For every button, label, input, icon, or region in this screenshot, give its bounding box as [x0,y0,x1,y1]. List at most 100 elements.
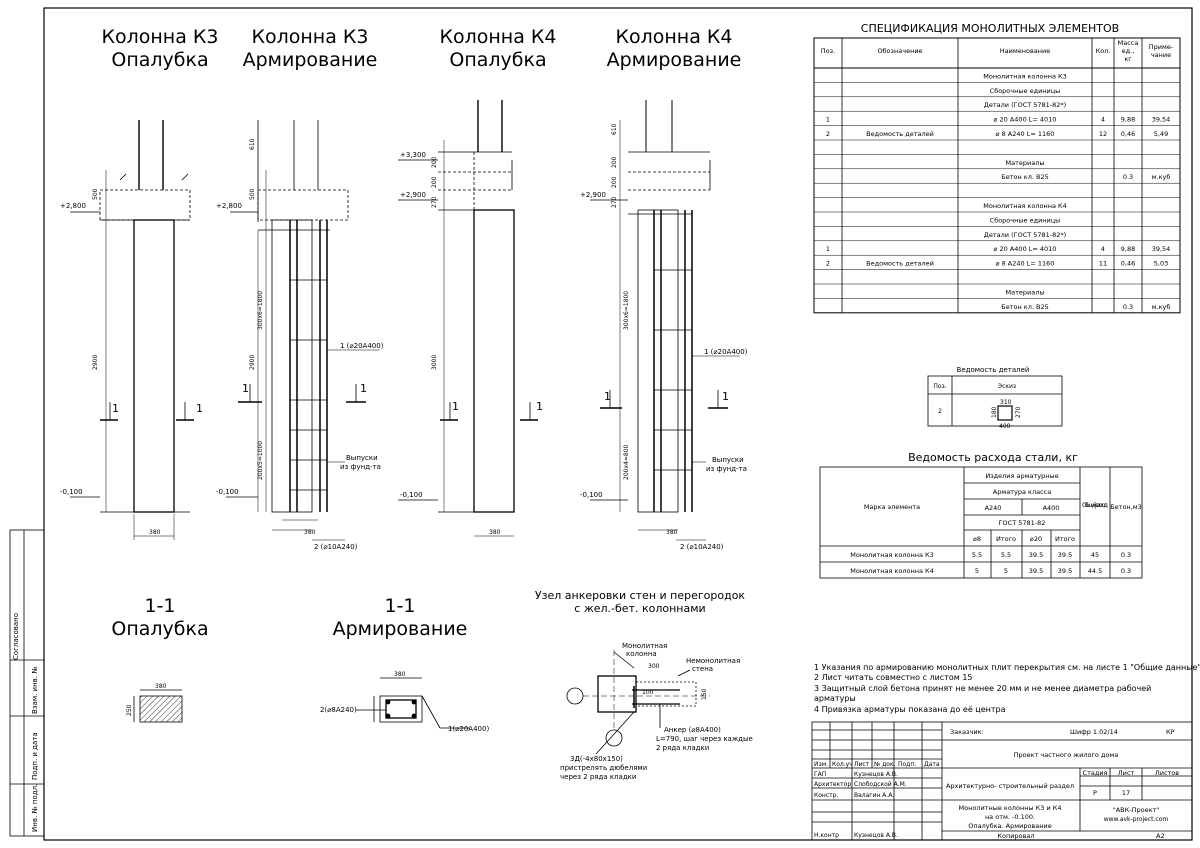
side-agreed-label: Согласовано [12,613,20,660]
spec-header-cell: кг [1124,55,1132,63]
k3r-outlets-1: Выпуски [346,454,378,462]
steel-h-a400: А400 [1043,504,1060,512]
sketch-dim-left: 180 [991,406,998,418]
steel-table-grid [819,466,1143,579]
svg-text:1-1: 1-1 [384,595,415,617]
stamp-person: Кузнецов А.В. [854,832,898,839]
node-anchor-1: Анкер (⌀8А400) [664,726,721,734]
steel-cell: 5.5 [972,551,982,559]
svg-text:Армирование: Армирование [607,49,742,71]
stamp-format: А2 [1156,832,1165,840]
spec-cell: 0.3 [1123,173,1133,181]
stamp-section: Архитектурно- строительный раздел [946,782,1074,790]
sec-form-dim-380: 380 [155,683,167,690]
steel-h-items: Изделия арматурные [985,472,1058,480]
spec-cell: Монолитная колонна К4 [983,202,1067,210]
note-3b: арматуры [814,694,856,703]
spec-cell: Детали (ГОСТ 5781-82*) [984,231,1066,239]
title-k3-reinforcement: Колонна К3 Армирование [243,26,378,71]
spec-cell: м.куб [1152,303,1171,311]
note-1: 1 Указания по армированию монолитных пли… [814,663,1200,672]
k3r-outlets-2: из фунд-та [340,463,381,471]
k4r-dim-380: 380 [666,529,678,536]
steel-cell: 44.5 [1088,567,1102,575]
spec-cell: Ведомость деталей [866,260,934,268]
k4r-spacing-1: 300х6=1800 [623,291,630,330]
spec-header-cell: чание [1151,51,1171,59]
node-col-2: колонна [626,650,657,658]
k3r-elev-top: +2,800 [216,202,242,210]
spec-header-cell: Обозначение [877,47,922,55]
spec-cell: Детали (ГОСТ 5781-82*) [984,101,1066,109]
spec-header-cell: Наименование [1000,47,1051,55]
k4r-spacing-2: 200х4=800 [623,445,630,480]
details-h-sketch: Эскиз [998,383,1016,390]
note-4: 4 Привязка арматуры показана до её центр… [814,705,1006,714]
stamp-drawing-1: Монолитные колонны К3 и К4 [958,804,1061,812]
k4r-bar1-label: 1 (⌀20А400) [704,348,748,356]
node-dim-150: 150 [701,688,708,700]
node-wall-2: стена [692,665,713,673]
spec-cell: Ведомость деталей [866,130,934,138]
k3-reinforcement-drawing [226,120,380,541]
k4-cut-left: 1 [452,400,459,413]
k4-elev-top1: +3,300 [400,151,426,159]
k4r-dim-270: 270 [611,196,618,208]
spec-cell: 0,46 [1121,130,1135,138]
stamp-col-doc: № док. [874,761,896,768]
k4r-elev-bottom: -0,100 [580,491,603,499]
stamp-col-date: Дата [924,761,940,768]
side-label-sign: Подп. и дата [31,732,39,780]
spec-cell: 0,46 [1121,260,1135,268]
svg-text:Колонна К4: Колонна К4 [440,26,557,48]
k4r-bar2-label: 2 (⌀10А240) [680,543,724,551]
k3r-bar2-label: 2 (⌀10А240) [314,543,358,551]
node-wall-1: Немонолитная [686,657,740,665]
note-3: 3 Защитный слой бетона принят не менее 2… [814,684,1151,693]
node-anchor-2: L=790, шаг через каждые [656,735,753,743]
spec-cell: 5,49 [1154,130,1168,138]
spec-cell: Сборочные единицы [990,216,1061,224]
spec-cell: 1 [826,245,830,253]
spec-cell: 0.3 [1123,303,1133,311]
k4r-dim-200: 200 [611,156,618,168]
stamp-code: Шифр 1.02/14 [1070,728,1118,736]
steel-h-sub-2: Итого [996,535,1016,543]
sec-reinf-bar2: 2(⌀8А240) [320,706,357,714]
title-k4-formwork: Колонна К4 Опалубка [440,26,557,71]
k3-formwork-drawing [70,120,194,540]
details-title: Ведомость деталей [957,366,1030,374]
k4r-elev-top: +2,900 [580,191,606,199]
side-stamp [9,529,45,837]
spec-header-cell: Кол. [1096,47,1111,55]
steel-cell: Монолитная колонна К4 [850,567,934,575]
stamp-col-sign: Подп. [898,761,916,768]
k3-cut-mark-right: 1 [196,402,203,415]
spec-cell: 9,88 [1121,245,1135,253]
spec-header-cell: Приме- [1149,43,1174,51]
node-plate-3: через 2 ряда кладки [560,773,636,781]
stamp-role: Архитектор [814,781,851,788]
spec-cell: м.куб [1152,173,1171,181]
spec-cell: 11 [1099,260,1107,268]
k3r-cut-left: 1 [242,382,249,395]
k3r-spacing-2: 200х5=1000 [257,441,264,480]
svg-text:Опалубка: Опалубка [111,618,208,640]
node-plate-2: пристрелять дюбелями [560,764,647,772]
k3-elev-top: +2,800 [60,202,86,210]
title-section-reinforcement: 1-1 Армирование [333,595,468,640]
stamp-stage: Р [1093,789,1097,797]
k4-formwork-drawing [398,100,538,537]
steel-h-sub-4: Итого [1055,535,1075,543]
k4-dim-200: 200 [431,156,438,168]
spec-cell: 39,54 [1152,245,1171,253]
steel-h-concrete: Бетон,м3 [1110,503,1142,511]
spec-cell: 4 [1101,116,1105,124]
steel-cell: 39.5 [1058,567,1072,575]
k3r-dim-610: 610 [249,138,256,150]
steel-cell: 39.5 [1029,551,1043,559]
spec-header-cell: Поз. [821,47,835,55]
sec-reinf-dim-380: 380 [394,671,406,678]
stamp-customer-label: Заказчик: [950,728,984,736]
